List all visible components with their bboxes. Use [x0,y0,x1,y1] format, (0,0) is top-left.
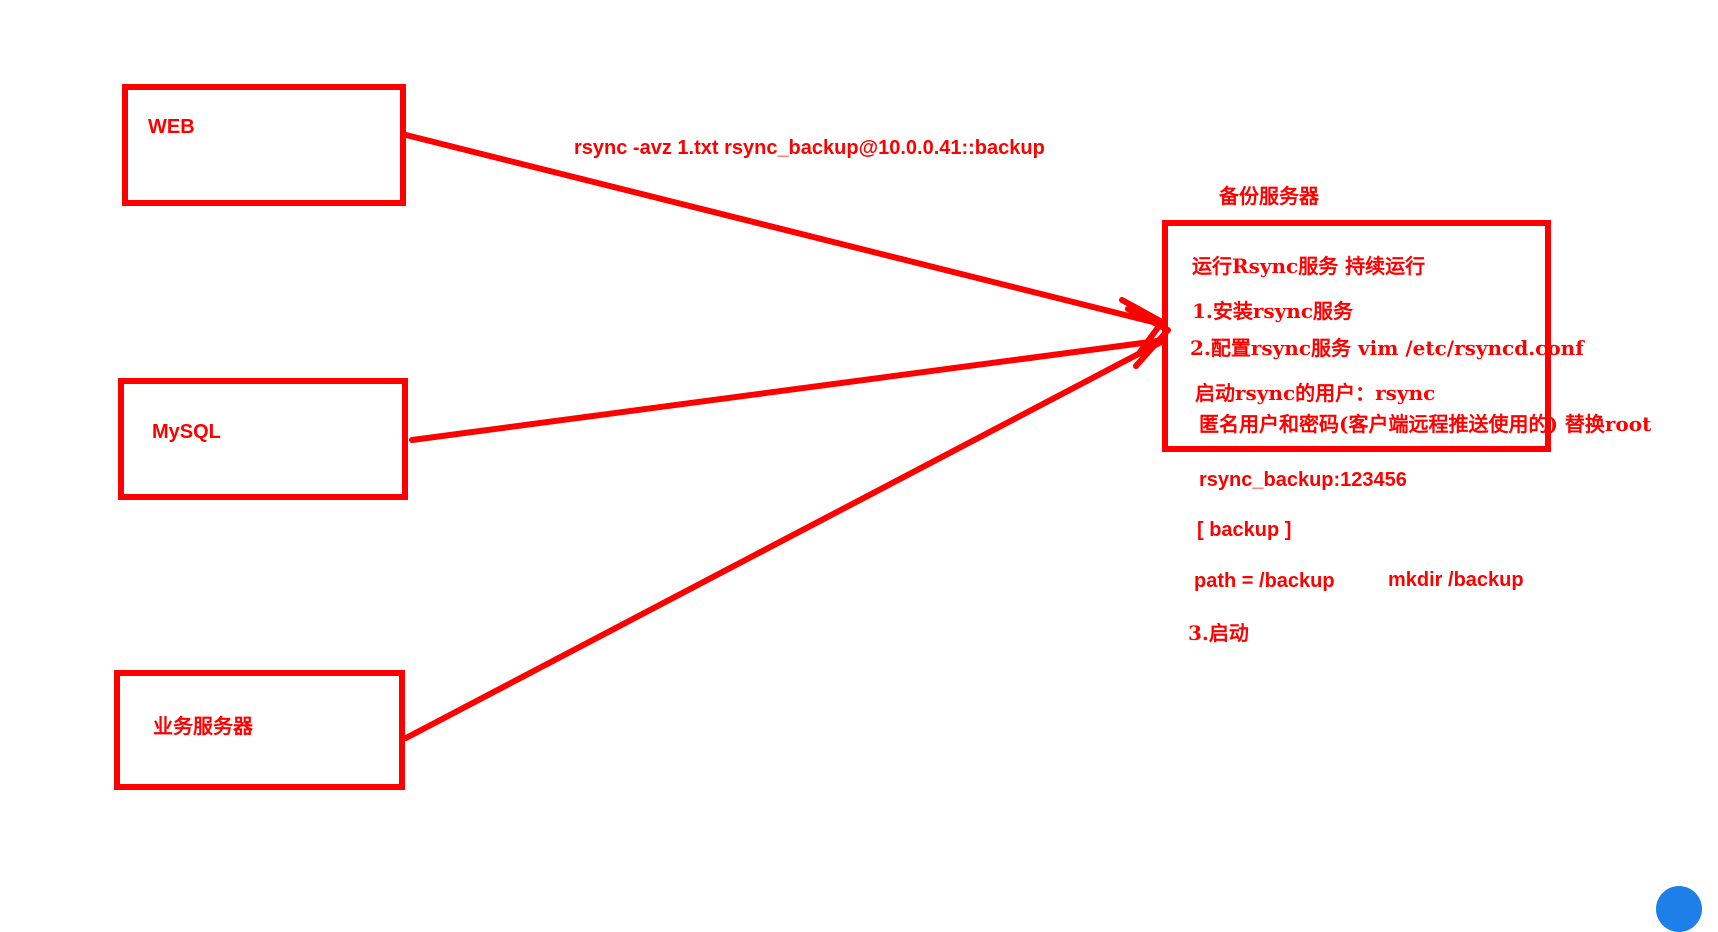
web-server-label: WEB [148,116,195,138]
backup-server-title: 备份服务器 [1219,184,1319,208]
backup-server-box [1162,220,1551,452]
web-server-box [122,84,406,206]
arrow-mysql-to-backup [409,337,1168,443]
backup-run-user: 启动rsync的用户：rsync [1195,381,1436,405]
start-step-note: 3.启动 [1188,621,1249,645]
backup-anon-user-note: 匿名用户和密码(客户端远程推送使用的) 替换root [1199,412,1652,436]
corner-button-icon[interactable] [1656,886,1702,932]
arrow-business-to-backup [403,337,1168,741]
business-server-label: 业务服务器 [153,714,253,738]
backup-step-install: 1.安装rsync服务 [1192,299,1354,323]
mkdir-note: mkdir /backup [1388,569,1524,591]
path-note: path = /backup [1194,570,1335,592]
rsync-command-label: rsync -avz 1.txt rsync_backup@10.0.0.41:… [574,137,1045,159]
mysql-server-label: MySQL [152,421,221,443]
arrowhead [1125,306,1171,369]
module-note: [ backup ] [1197,519,1292,541]
business-server-box [114,670,405,790]
backup-step-configure: 2.配置rsync服务 vim /etc/rsyncd.conf [1190,336,1584,360]
mysql-server-box [118,378,408,500]
backup-run-service: 运行Rsync服务 持续运行 [1192,254,1426,278]
arrow-web-to-backup [403,132,1168,328]
rsync-diagram: WEB MySQL 业务服务器 rsync -avz 1.txt rsync_b… [114,84,1702,932]
credentials-note: rsync_backup:123456 [1199,469,1407,491]
